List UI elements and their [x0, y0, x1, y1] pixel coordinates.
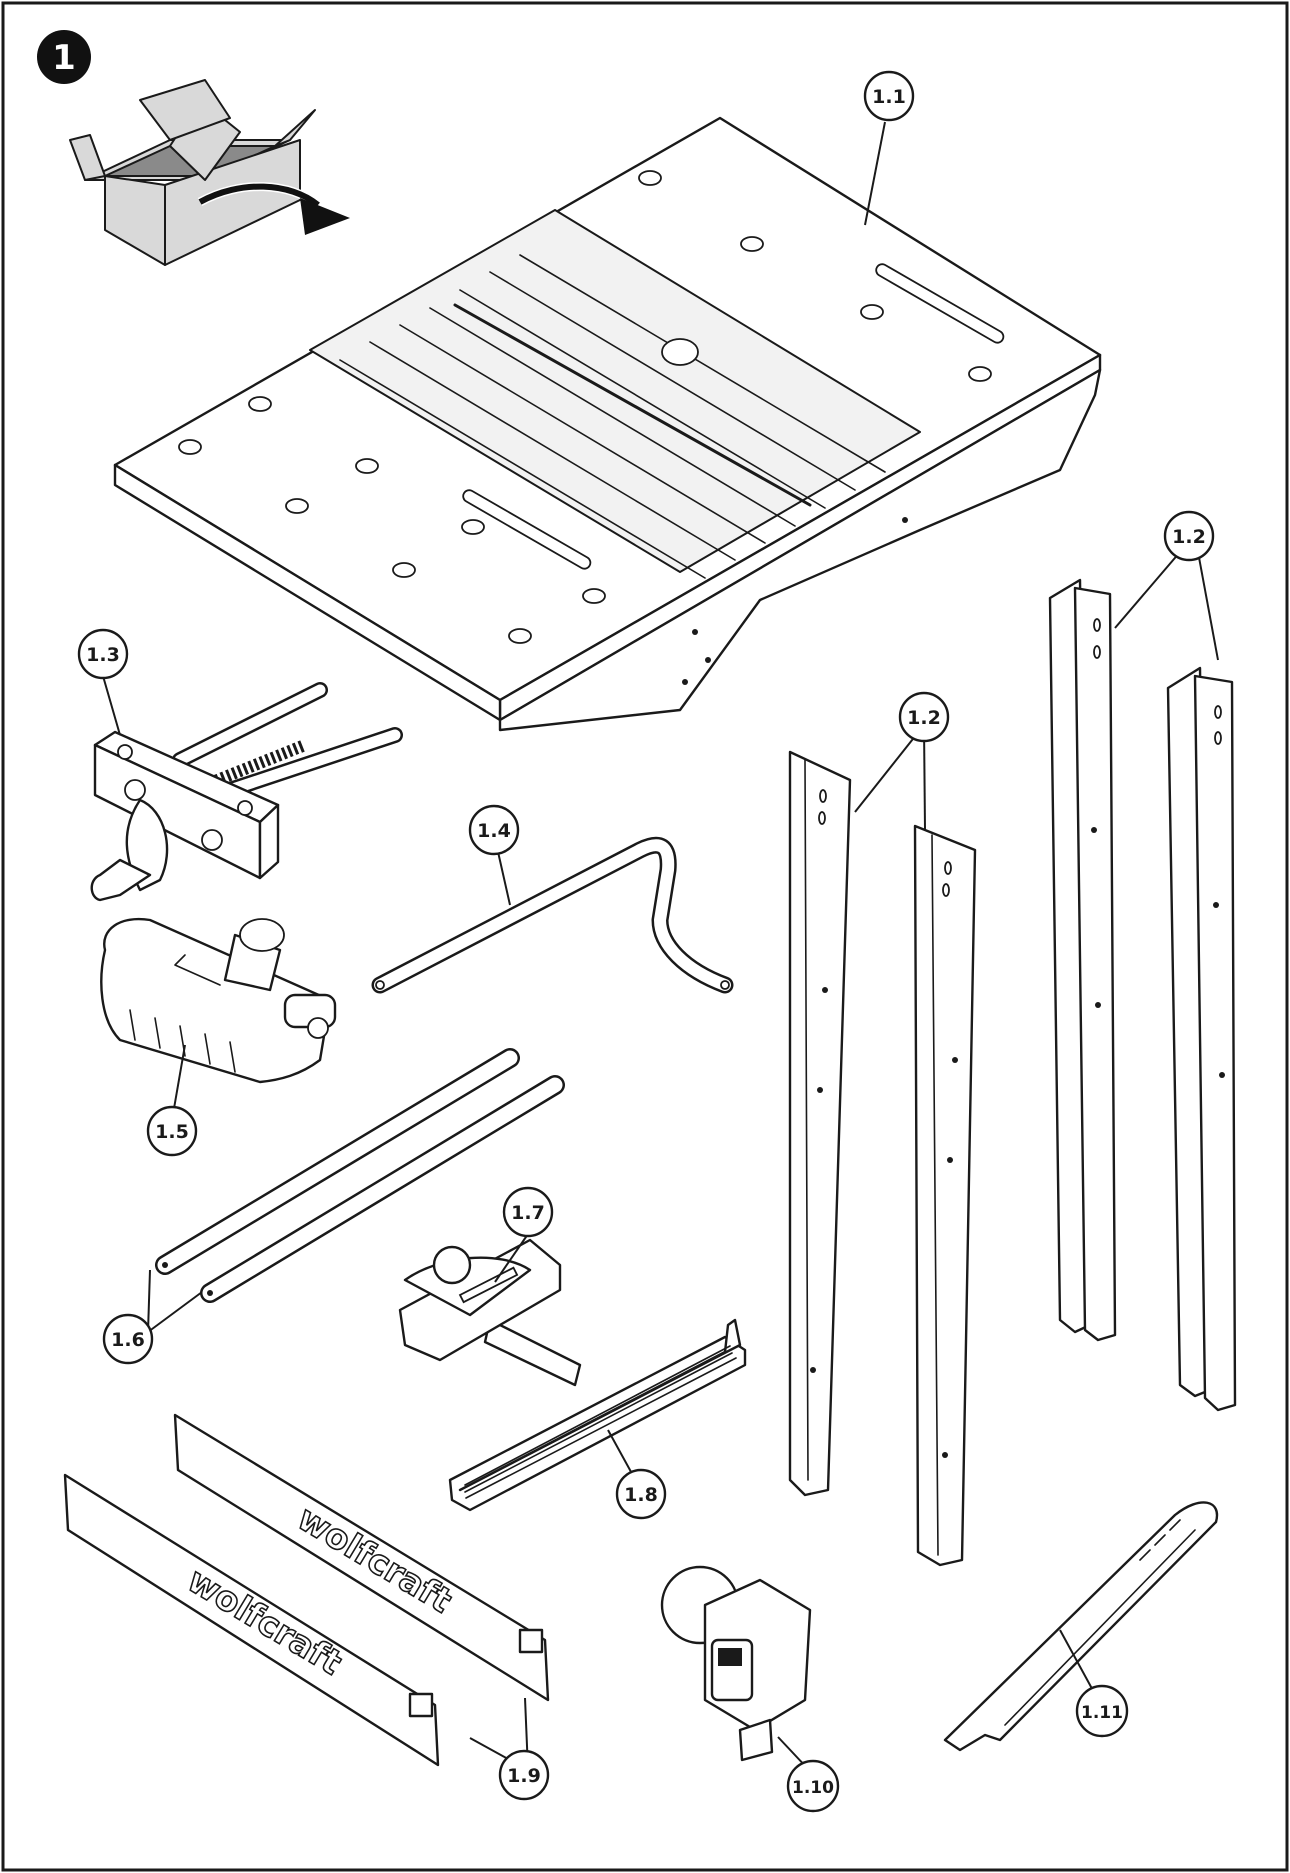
callout-1-4: 1.4 — [468, 804, 520, 856]
callout-1-2-rear: 1.2 — [1163, 510, 1215, 562]
callout-1-8: 1.8 — [615, 1468, 667, 1520]
svg-text:1.8: 1.8 — [624, 1484, 658, 1506]
part-1-7-mitre-gauge — [398, 1238, 582, 1387]
callout-1-5: 1.5 — [146, 1105, 198, 1157]
part-1-8-fence — [448, 1318, 747, 1512]
rail-brand-bottom: wolfcraft — [180, 1560, 348, 1683]
step-badge: 1 — [37, 30, 91, 84]
part-1-1-table-top — [113, 116, 1102, 732]
svg-text:1.11: 1.11 — [1081, 1703, 1123, 1723]
callout-1-11: 1.11 — [1075, 1684, 1129, 1738]
part-1-2-legs-rear — [1048, 578, 1237, 1412]
svg-text:1.1: 1.1 — [872, 86, 906, 108]
callout-1-2-front: 1.2 — [898, 691, 950, 743]
rail-brand-top: wolfcraft — [290, 1498, 458, 1621]
callout-1-10: 1.10 — [786, 1759, 840, 1813]
callout-1-1: 1.1 — [863, 70, 915, 122]
svg-text:1.9: 1.9 — [507, 1765, 541, 1787]
svg-text:1.5: 1.5 — [155, 1121, 189, 1143]
svg-text:1.3: 1.3 — [86, 644, 120, 666]
arrow-out-icon — [197, 182, 350, 235]
svg-text:1.7: 1.7 — [511, 1202, 545, 1224]
svg-text:1.6: 1.6 — [111, 1329, 145, 1351]
part-1-6-rails — [155, 1048, 565, 1303]
callout-1-7: 1.7 — [502, 1186, 554, 1238]
part-1-2-legs-front — [788, 750, 977, 1567]
unpack-box-icon — [69, 79, 350, 266]
callout-1-6: 1.6 — [102, 1313, 154, 1365]
callout-1-3: 1.3 — [77, 628, 129, 680]
svg-text:1.2: 1.2 — [1172, 526, 1206, 548]
svg-text:1.4: 1.4 — [477, 820, 511, 842]
part-1-5-dust-guard — [100, 917, 337, 1084]
svg-text:1.10: 1.10 — [792, 1778, 834, 1798]
part-1-4-bar — [371, 836, 734, 994]
svg-text:1.2: 1.2 — [907, 707, 941, 729]
part-1-3-vice — [90, 682, 403, 902]
step-number: 1 — [52, 38, 76, 78]
part-1-10-switch — [660, 1565, 812, 1762]
callout-1-9: 1.9 — [498, 1749, 550, 1801]
part-1-11-push-stick — [943, 1501, 1219, 1752]
